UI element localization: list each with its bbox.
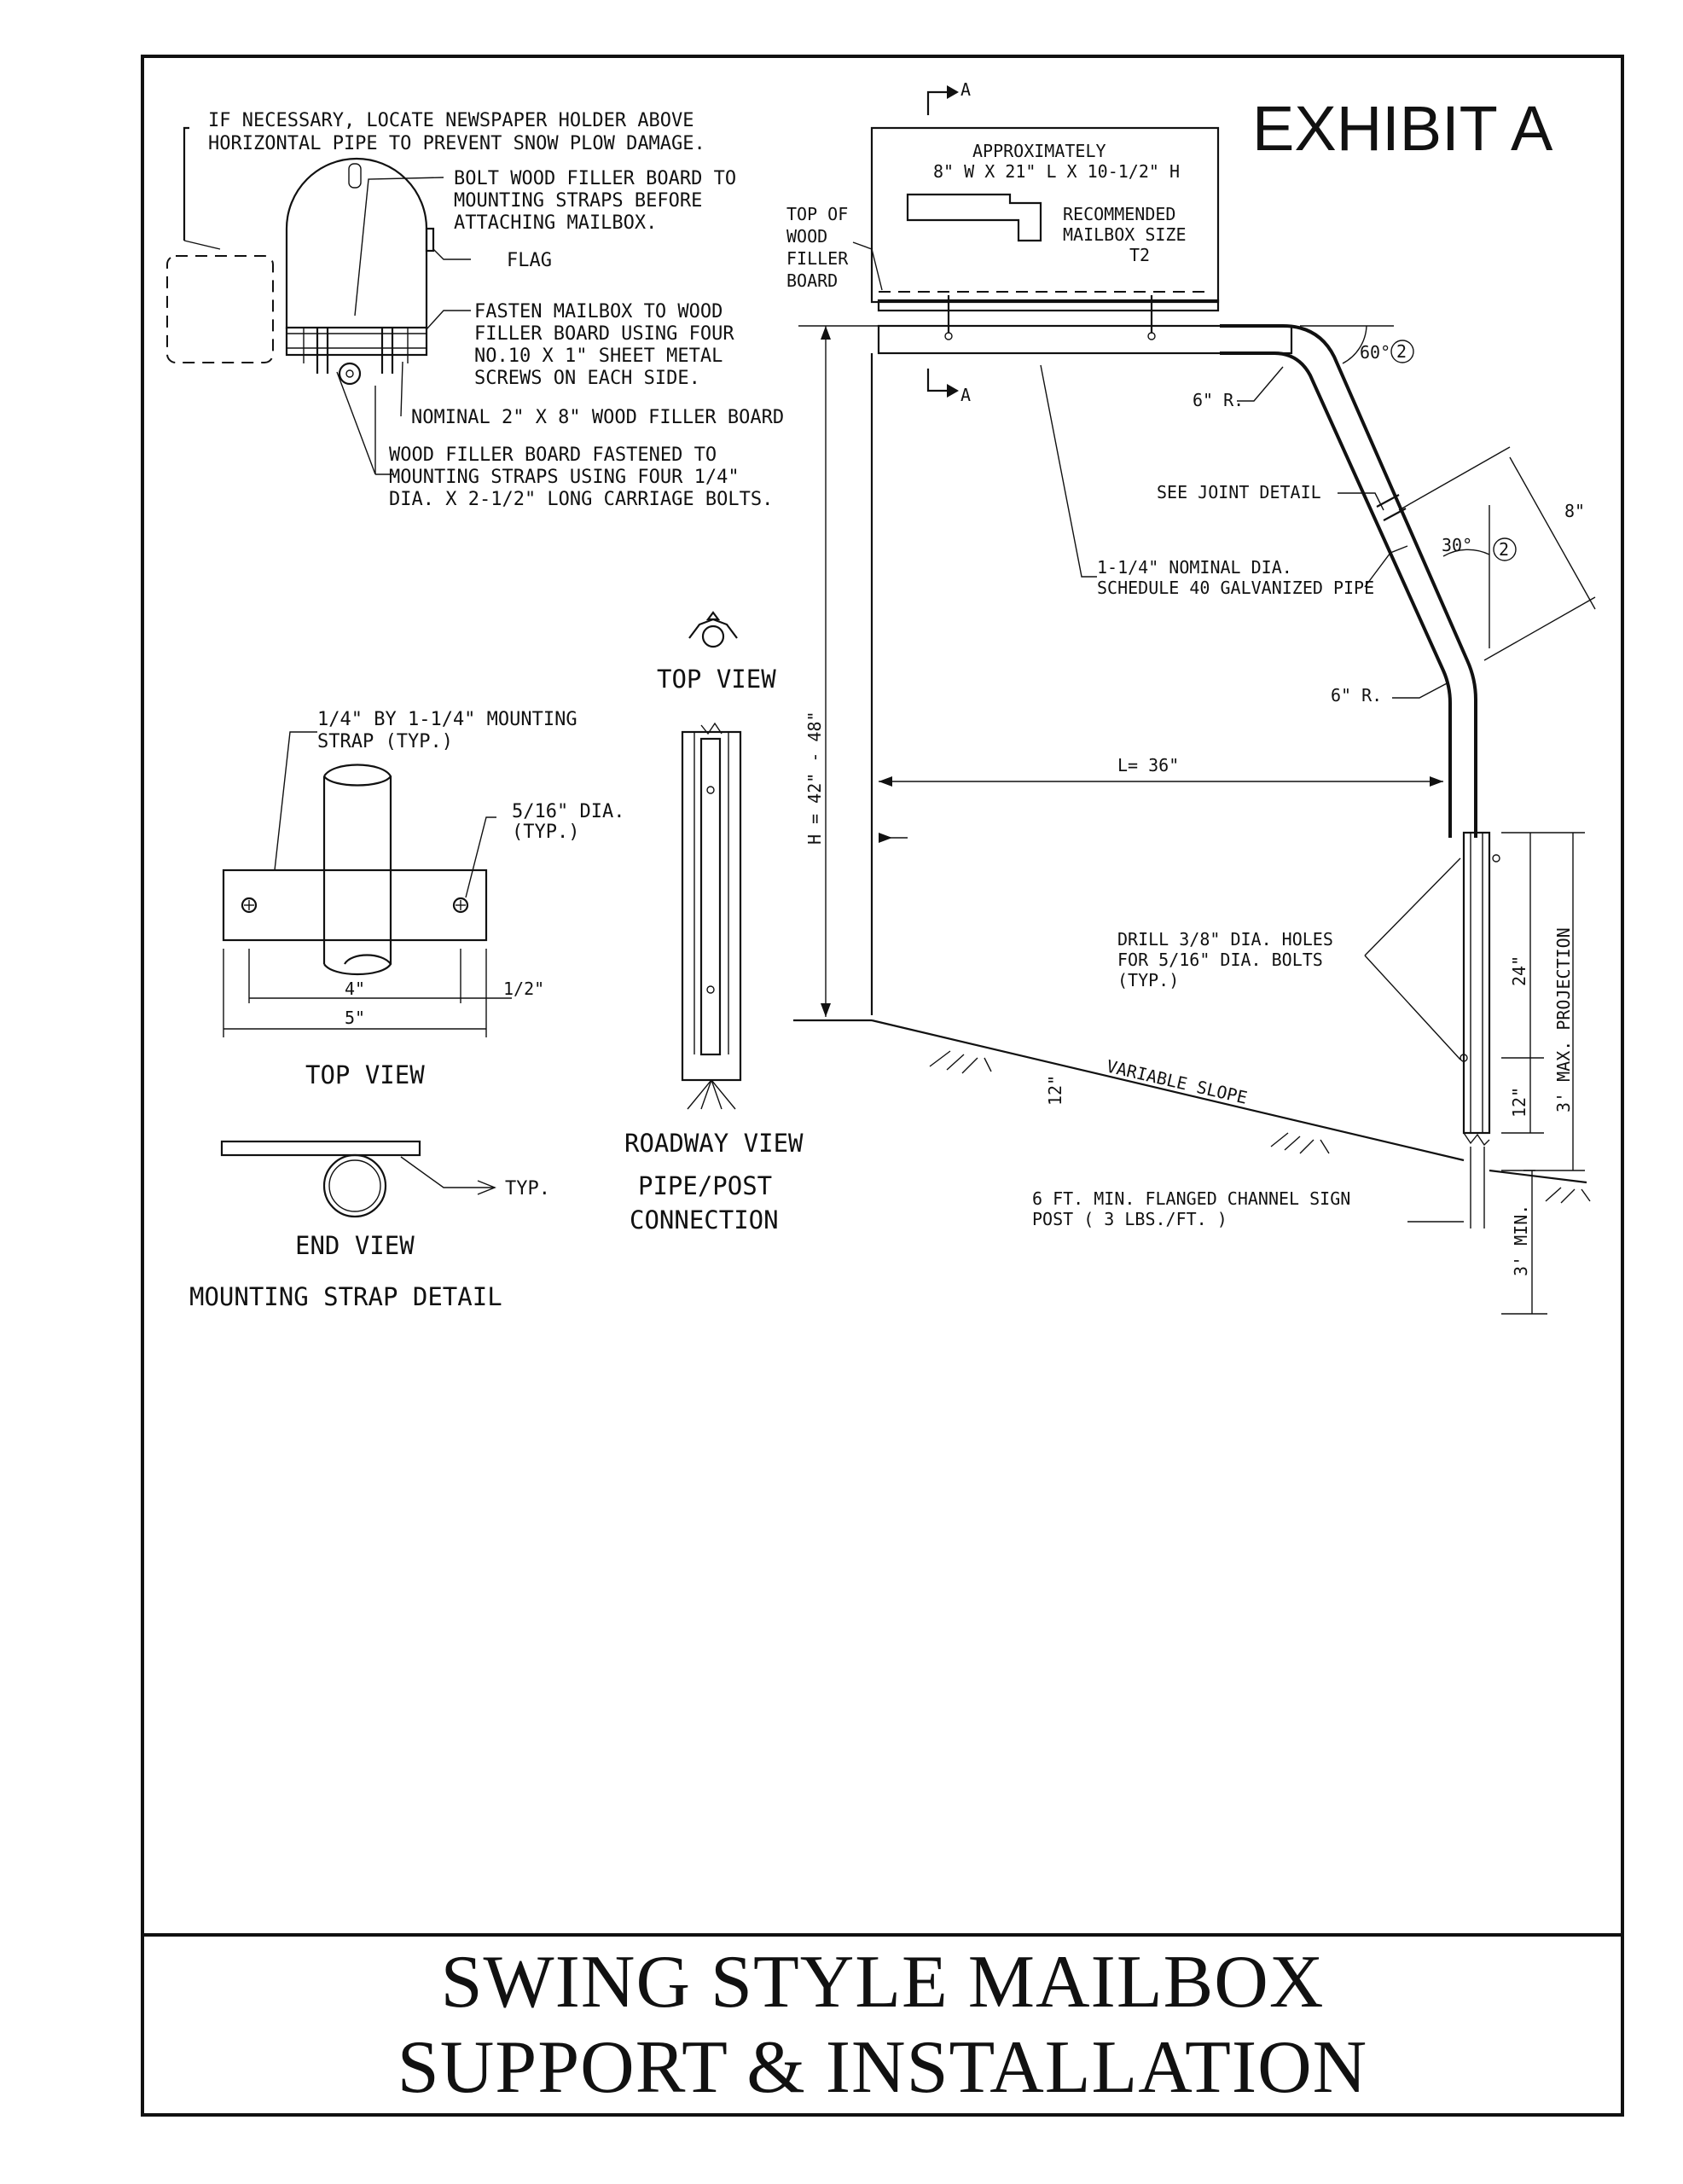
- post-label-1: 6 FT. MIN. FLANGED CHANNEL SIGN: [1032, 1188, 1350, 1209]
- drill-label-3: (TYP.): [1117, 970, 1179, 990]
- angle-30-label: 30°: [1442, 535, 1472, 555]
- min-3-label: 3' MIN.: [1511, 1205, 1531, 1276]
- top-of-label-2: WOOD: [786, 226, 827, 247]
- fasten-note-2: FILLER BOARD USING FOUR: [474, 323, 734, 345]
- dim-12-right-label: 12": [1509, 1087, 1529, 1118]
- rec-label-3: T2: [1129, 245, 1150, 265]
- title-line-2: SUPPORT & INSTALLATION: [397, 2025, 1368, 2109]
- angle-60-label: 60°: [1360, 342, 1390, 363]
- box-dims-label: 8" W X 21" L X 10-1/2" H: [933, 161, 1180, 182]
- dim-half-label: 1/2": [503, 979, 544, 999]
- fasten-note-1: FASTEN MAILBOX TO WOOD: [474, 301, 723, 322]
- dim-12-left-label: 12": [1045, 1075, 1065, 1106]
- approx-label: APPROXIMATELY: [972, 141, 1106, 161]
- dim-4-label: 4": [345, 979, 365, 999]
- bolt-note-3: ATTACHING MAILBOX.: [454, 212, 657, 234]
- dim-5-label: 5": [345, 1008, 365, 1028]
- section-a-bottom: A: [960, 385, 971, 405]
- strap-label-2: STRAP (TYP.): [317, 731, 453, 752]
- dim-24-label: 24": [1509, 956, 1529, 986]
- fasten-note-4: SCREWS ON EACH SIDE.: [474, 368, 700, 389]
- strap-label-1: 1/4" BY 1-1/4" MOUNTING: [317, 709, 577, 730]
- wood-note-1: WOOD FILLER BOARD FASTENED TO: [389, 444, 717, 466]
- height-label: H = 42" - 48": [804, 711, 825, 845]
- wood-note-3: DIA. X 2-1/2" LONG CARRIAGE BOLTS.: [389, 489, 773, 510]
- pipe-post-connection: TOP VIEW ROADWAY VIEW PIPE/POST CONNECTI…: [624, 611, 804, 1234]
- post-label-2: POST ( 3 LBS./FT. ): [1032, 1209, 1227, 1229]
- roadway-view-label: ROADWAY VIEW: [624, 1129, 804, 1158]
- bolt-note-1: BOLT WOOD FILLER BOARD TO: [454, 168, 736, 189]
- top-of-label-3: FILLER: [786, 248, 849, 269]
- title-line-1: SWING STYLE MAILBOX: [440, 1940, 1325, 2024]
- slope-label: VARIABLE SLOPE: [1105, 1055, 1250, 1107]
- pipe-label-1: 1-1/4" NOMINAL DIA.: [1097, 557, 1292, 578]
- note-num-60: 2: [1396, 341, 1407, 362]
- pipe-post-title-1: PIPE/POST: [638, 1171, 772, 1200]
- pipe-post-title-2: CONNECTION: [630, 1205, 779, 1234]
- max-projection-label: 3' MAX. PROJECTION: [1553, 927, 1574, 1112]
- flag-label: FLAG: [507, 250, 552, 271]
- newspaper-note-1: IF NECESSARY, LOCATE NEWSPAPER HOLDER AB…: [208, 110, 694, 131]
- hole-label-1: 5/16" DIA.: [512, 801, 624, 822]
- newspaper-note-2: HORIZONTAL PIPE TO PREVENT SNOW PLOW DAM…: [208, 133, 705, 154]
- dim-8-label: 8": [1564, 501, 1585, 521]
- sheet-border: [141, 55, 1624, 2117]
- title-block: SWING STYLE MAILBOX SUPPORT & INSTALLATI…: [142, 1935, 1622, 2115]
- strap-top-view-label: TOP VIEW: [305, 1060, 425, 1089]
- length-label: L= 36": [1117, 755, 1179, 775]
- note-num-30: 2: [1499, 539, 1509, 560]
- typ-label: TYP.: [505, 1178, 550, 1199]
- top-of-label-4: BOARD: [786, 270, 838, 291]
- nominal-board-label: NOMINAL 2" X 8" WOOD FILLER BOARD: [411, 407, 784, 428]
- end-view-label: END VIEW: [295, 1231, 415, 1260]
- top-of-label-1: TOP OF: [786, 204, 848, 224]
- mailbox-end-detail: IF NECESSARY, LOCATE NEWSPAPER HOLDER AB…: [166, 110, 784, 510]
- strap-detail-title: MOUNTING STRAP DETAIL: [189, 1282, 502, 1311]
- rec-label-1: RECOMMENDED: [1063, 204, 1175, 224]
- rec-label-2: MAILBOX SIZE: [1063, 224, 1187, 245]
- pipe-label-2: SCHEDULE 40 GALVANIZED PIPE: [1097, 578, 1374, 598]
- section-a-top: A: [960, 79, 971, 100]
- pipe-top-view-label: TOP VIEW: [657, 665, 776, 694]
- hole-label-2: (TYP.): [512, 822, 579, 843]
- bolt-note-2: MOUNTING STRAPS BEFORE: [454, 190, 702, 212]
- drill-label-2: FOR 5/16" DIA. BOLTS: [1117, 950, 1323, 970]
- exhibit-label: EXHIBIT A: [1252, 93, 1553, 164]
- fasten-note-3: NO.10 X 1" SHEET METAL: [474, 346, 723, 367]
- mounting-strap-detail: 1/4" BY 1-1/4" MOUNTING STRAP (TYP.) 5/1…: [189, 709, 624, 1311]
- drill-label-1: DRILL 3/8" DIA. HOLES: [1117, 929, 1333, 950]
- wood-note-2: MOUNTING STRAPS USING FOUR 1/4": [389, 467, 740, 488]
- radius-label-1: 6" R.: [1193, 390, 1244, 410]
- radius-label-2: 6" R.: [1331, 685, 1382, 706]
- main-elevation: A A APPROXIMATELY 8" W X 21" L X 10-1/2"…: [786, 79, 1596, 1315]
- joint-label: SEE JOINT DETAIL: [1157, 482, 1321, 502]
